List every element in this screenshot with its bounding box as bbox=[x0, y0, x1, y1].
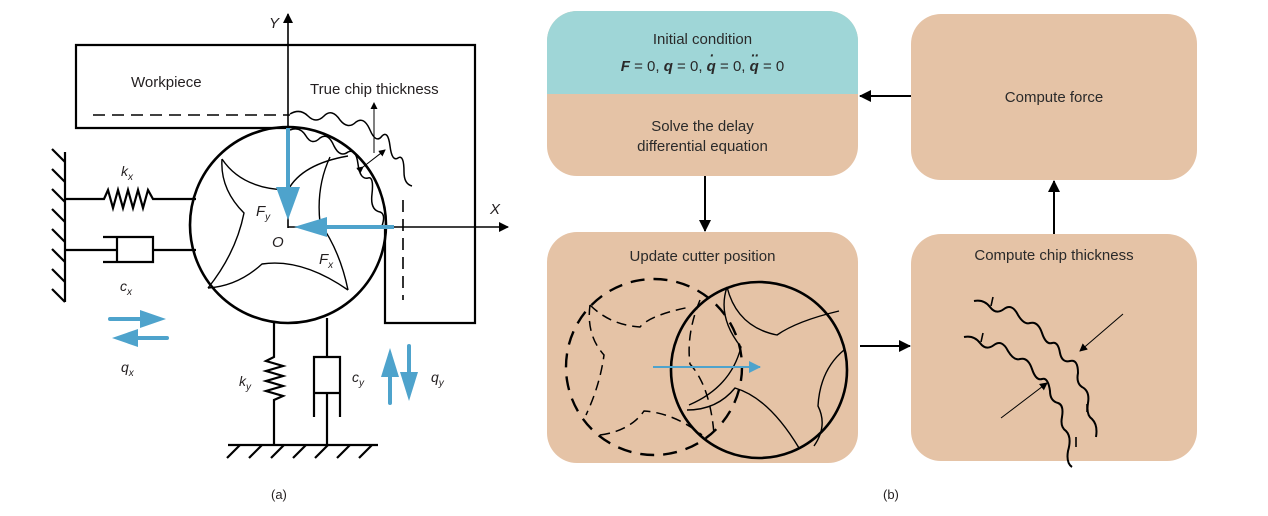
stiffness-x-label: kx bbox=[121, 163, 134, 183]
panel-a-diagram: Workpiece True chip thickness Y X O Fy F… bbox=[51, 13, 509, 459]
damping-y-label: cy bbox=[352, 369, 365, 389]
damper-x bbox=[65, 235, 196, 264]
workpiece-label: Workpiece bbox=[131, 74, 202, 91]
update-cutter-title: Update cutter position bbox=[629, 248, 776, 265]
eq-q-symbol: q bbox=[663, 58, 673, 75]
box-update-cutter-position: Update cutter position bbox=[547, 232, 858, 463]
chip-pointer-upper bbox=[1079, 313, 1124, 352]
left-wall bbox=[51, 148, 67, 303]
eq-qddot-value: = 0 bbox=[758, 58, 785, 75]
damping-x-label: cx bbox=[120, 278, 133, 298]
eq-q-value: = 0, bbox=[672, 58, 707, 75]
previous-cutter-flutes-dashed bbox=[585, 299, 715, 436]
displacement-y-arrows bbox=[381, 344, 418, 405]
ground bbox=[226, 443, 378, 459]
solve-dde-line1: Solve the delay bbox=[651, 118, 754, 135]
true-chip-thickness-label: True chip thickness bbox=[310, 81, 439, 98]
displacement-x-label: qx bbox=[121, 359, 135, 379]
spring-y bbox=[262, 322, 287, 445]
force-x-arrowhead bbox=[294, 217, 327, 237]
initial-condition-equation: F = 0, q = 0, q = 0, q = 0 bbox=[547, 45, 858, 77]
stiffness-y-label: ky bbox=[239, 373, 252, 393]
displacement-x-arrows bbox=[108, 310, 169, 347]
box-initial-condition: Initial condition F = 0, q = 0, q = 0, q… bbox=[547, 11, 858, 176]
workpiece-outline bbox=[74, 43, 477, 325]
chip-tick-2 bbox=[980, 332, 984, 343]
compute-chip-title: Compute chip thickness bbox=[974, 247, 1134, 264]
eq-qdot-value: = 0, bbox=[715, 58, 750, 75]
y-axis-label: Y bbox=[269, 15, 280, 32]
spring-x bbox=[65, 185, 196, 213]
damper-y bbox=[312, 318, 342, 445]
origin-label: O bbox=[272, 234, 284, 251]
solve-dde-line2: differential equation bbox=[637, 138, 768, 155]
initial-condition-section bbox=[547, 11, 858, 94]
force-y-arrowhead bbox=[276, 187, 300, 220]
chip-thickness-dim bbox=[356, 149, 386, 174]
force-y-label: Fy bbox=[256, 203, 271, 223]
x-axis-label: X bbox=[489, 201, 501, 218]
chip-surface-curves bbox=[963, 299, 1098, 468]
initial-condition-title: Initial condition bbox=[652, 31, 753, 48]
panel-a-caption: (a) bbox=[271, 487, 287, 502]
box-compute-force: Compute force bbox=[911, 14, 1197, 180]
chip-tick-1 bbox=[990, 296, 994, 307]
compute-force-title: Compute force bbox=[1004, 89, 1104, 106]
panel-b-caption: (b) bbox=[883, 487, 899, 502]
force-x-label: Fx bbox=[319, 251, 334, 271]
force-arrows bbox=[276, 128, 394, 237]
eq-force-value: = 0, bbox=[629, 58, 664, 75]
box-compute-chip-thickness: Compute chip thickness bbox=[911, 234, 1197, 461]
chip-surface-outer bbox=[289, 110, 413, 187]
eq-qdot-symbol: q bbox=[707, 45, 716, 77]
current-cutter-flutes bbox=[686, 286, 845, 449]
eq-qddot-symbol: q bbox=[750, 45, 759, 77]
displacement-y-label: qy bbox=[431, 369, 445, 389]
eq-force-symbol: F bbox=[620, 58, 630, 75]
current-cutter-circle bbox=[669, 280, 849, 460]
chip-pointer-lower bbox=[1000, 382, 1048, 419]
